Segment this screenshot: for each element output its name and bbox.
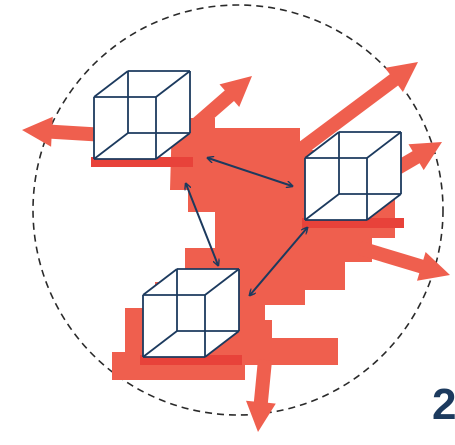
cubes: [91, 70, 404, 365]
arrow-icon: [246, 359, 276, 432]
cube-icon: [302, 131, 404, 228]
double-arrow-icon: [250, 228, 307, 295]
cube-icon: [140, 268, 242, 365]
corner-label: 2: [432, 380, 455, 429]
arrow-icon: [185, 76, 252, 136]
double-arrow-icon: [208, 158, 292, 186]
cube-icon: [91, 70, 193, 167]
arrow-icon: [358, 241, 450, 281]
double-arrow-icon: [186, 184, 218, 265]
arrow-icon: [295, 62, 418, 156]
dashed-boundary-circle: [32, 4, 444, 416]
connectors: [186, 158, 307, 295]
